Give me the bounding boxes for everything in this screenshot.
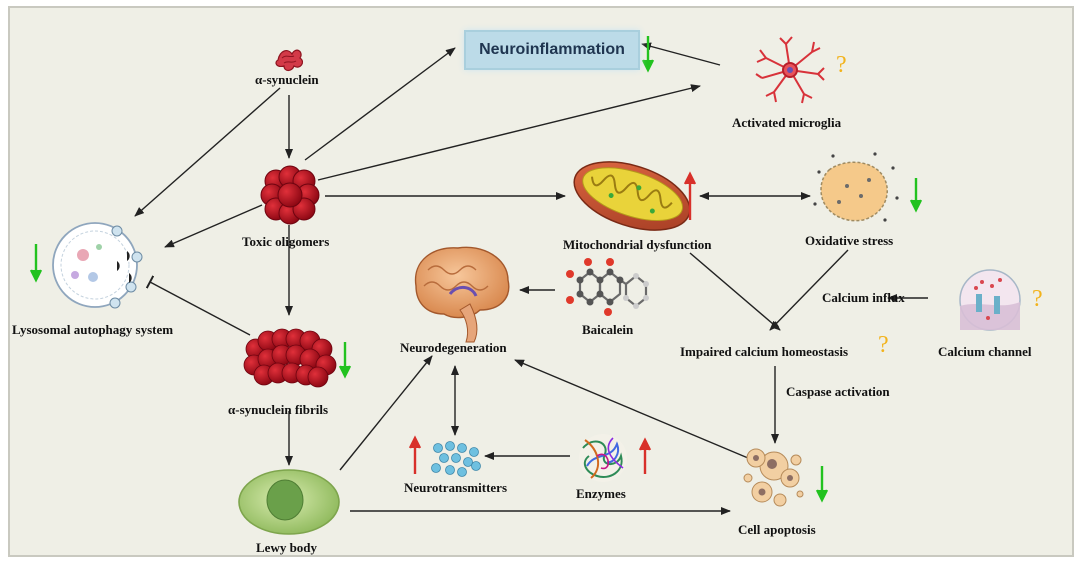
- impaired-calcium-label: Impaired calcium homeostasis: [680, 344, 849, 359]
- down-arrow-fibrils: [338, 342, 352, 379]
- mitochondrion-icon: [573, 161, 691, 231]
- toxic-oligomers-label: Toxic oligomers: [242, 234, 330, 249]
- direction-arrows: [29, 36, 923, 503]
- apoptosis-icon: [743, 448, 804, 507]
- lewy-body-icon: [238, 469, 340, 535]
- mitochondrial-dysfunction-label: Mitochondrial dysfunction: [563, 237, 712, 252]
- lysosome-icon: [52, 222, 143, 309]
- activated-microglia-label: Activated microglia: [732, 115, 842, 130]
- baicalein-molecule-icon: [566, 258, 649, 316]
- microglia-icon: [755, 36, 825, 104]
- neuroinflammation-box: Neuroinflammation: [464, 30, 640, 70]
- cell-apoptosis-label: Cell apoptosis: [738, 522, 816, 537]
- alpha-synuclein-label: α-synuclein: [255, 72, 319, 87]
- calcium-channel-label: Calcium channel: [938, 344, 1032, 359]
- down-arrow-lysosomal: [29, 244, 43, 283]
- fibrils-icon: [243, 328, 337, 388]
- baicalein-label: Baicalein: [582, 322, 634, 337]
- question-mark-calcium-channel: ?: [1032, 286, 1043, 312]
- calcium-channel-icon: [959, 269, 1021, 331]
- enzyme-icon: [579, 434, 627, 482]
- question-mark-microglia: ?: [836, 52, 847, 78]
- lewy-body-label: Lewy body: [256, 540, 318, 555]
- down-arrow-neuroinflammation: [641, 36, 655, 73]
- neuroinflammation-label: Neuroinflammation: [479, 41, 625, 58]
- fibrils-label: α-synuclein fibrils: [228, 402, 329, 417]
- oxidative-stress-label: Oxidative stress: [805, 233, 894, 248]
- enzymes-label: Enzymes: [576, 486, 626, 501]
- oligomer-icon: [260, 165, 320, 225]
- connector-arrows: [134, 42, 928, 515]
- neurodegeneration-label: Neurodegeneration: [400, 340, 507, 355]
- lysosomal-autophagy-label: Lysosomal autophagy system: [12, 322, 174, 337]
- diagram-frame: [8, 6, 1074, 557]
- question-mark-calcium-homeostasis: ?: [878, 332, 889, 358]
- up-arrow-neurotransmitters: [408, 435, 422, 474]
- down-arrow-oxidative: [909, 178, 923, 213]
- alpha-synuclein-icon: [275, 49, 304, 72]
- down-arrow-apoptosis: [815, 466, 829, 503]
- neurotransmitter-icon: [431, 441, 481, 477]
- neurotransmitters-label: Neurotransmitters: [404, 480, 508, 495]
- up-arrow-enzymes: [638, 437, 652, 474]
- up-arrow-mitochondria: [683, 171, 697, 220]
- brain-icon: [414, 246, 510, 343]
- caspase-activation-label: Caspase activation: [786, 384, 890, 399]
- oxidative-cell-icon: [813, 152, 899, 222]
- calcium-influx-label: Calcium influx: [822, 290, 905, 305]
